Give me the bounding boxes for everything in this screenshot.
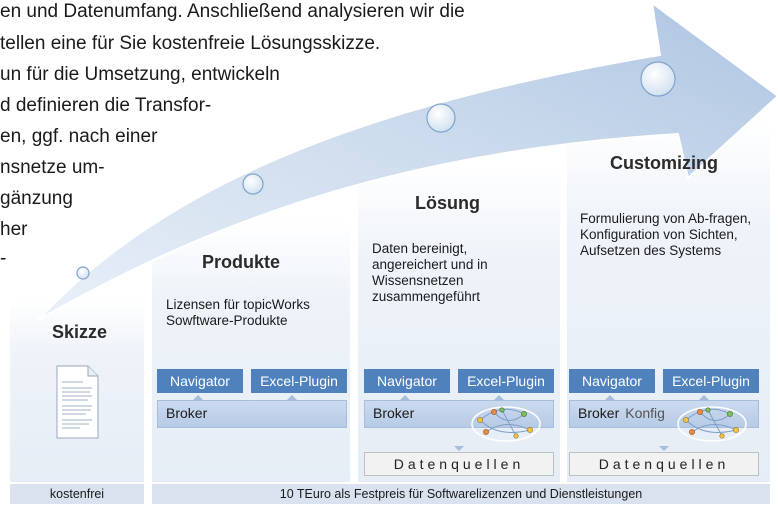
connector-arrow (400, 395, 410, 400)
module-navigator: Navigator (569, 369, 655, 393)
intro-line: tellen eine für Sie kostenfreie Lösungss… (0, 33, 381, 54)
module-excel-plugin: Excel-Plugin (458, 369, 554, 393)
phase-title-customizing: Customizing (610, 153, 718, 173)
intro-line: - (0, 248, 7, 269)
connector-arrow (287, 395, 297, 400)
intro-line: d definieren die Transfor- (0, 95, 212, 116)
connector-arrow (494, 395, 504, 400)
module-datenquellen: Datenquellen (364, 452, 554, 476)
milestone-circle (640, 61, 676, 97)
phase-title-loesung: Lösung (415, 193, 480, 213)
broker-label: Broker (373, 405, 415, 421)
intro-line: her (0, 219, 28, 240)
module-navigator: Navigator (157, 369, 243, 393)
connector-arrow (605, 395, 615, 400)
module-excel-plugin: Excel-Plugin (663, 369, 759, 393)
intro-text: en und Datenumfang. Anschließend analysi… (0, 1, 465, 269)
footer-free: kostenfrei (10, 484, 144, 504)
intro-line: nsnetze um- (0, 157, 105, 178)
column-produkte (152, 220, 350, 482)
module-datenquellen: Datenquellen (569, 452, 759, 476)
broker-label: Broker (578, 405, 620, 421)
intro-line: un für die Umsetzung, entwickeln (0, 64, 280, 85)
phase-title-skizze: Skizze (52, 322, 108, 342)
phase-description-customizing: Formulierung von Ab-fragen, Konfiguratio… (580, 211, 752, 258)
milestone-circle (242, 173, 264, 195)
connector-arrow (699, 395, 709, 400)
milestone-circle (426, 103, 456, 133)
module-navigator: Navigator (364, 369, 450, 393)
phase-description-produkte: Lizensen für topicWorks Sowftware-Produk… (166, 297, 310, 328)
connector-arrow (193, 395, 203, 400)
konfig-label: Konfig (625, 405, 665, 421)
milestone-circle (76, 266, 90, 280)
module-excel-plugin: Excel-Plugin (251, 369, 347, 393)
phase-description-loesung: Daten bereinigt, angereichert und in Wis… (372, 241, 488, 304)
connector-arrow (659, 446, 669, 451)
phase-title-produkte: Produkte (202, 252, 281, 272)
column-loesung (358, 165, 560, 482)
intro-line: en und Datenumfang. Anschließend analysi… (0, 1, 465, 22)
module-broker: Broker (157, 400, 347, 428)
broker-label: Broker (166, 405, 208, 421)
intro-line: en, ggf. nach einer (0, 126, 158, 147)
footer-price: 10 TEuro als Festpreis für Softwarelizen… (152, 484, 770, 504)
intro-line: gänzung (0, 188, 73, 209)
connector-arrow (454, 446, 464, 451)
